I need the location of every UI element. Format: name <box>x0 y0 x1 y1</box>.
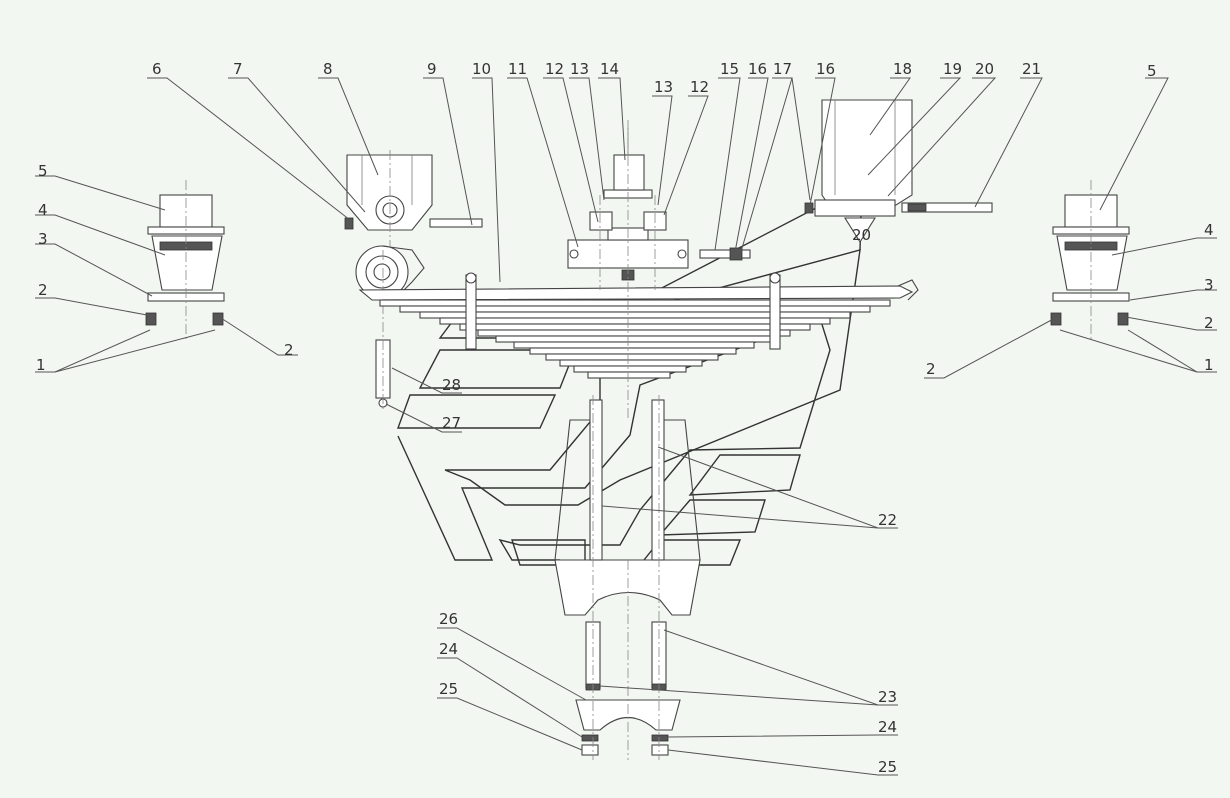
label-2-right-bottom: 2 <box>926 360 936 378</box>
label-4-right: 4 <box>1204 221 1214 239</box>
label-24-left: 24 <box>439 640 458 658</box>
label-14: 14 <box>600 60 619 78</box>
label-7: 7 <box>233 60 243 78</box>
label-2-right-top: 2 <box>1204 314 1214 332</box>
label-3-left: 3 <box>38 230 48 248</box>
label-11: 11 <box>508 60 527 78</box>
part-number-labels: 1 1 2 2 2 2 3 3 4 4 5 5 6 7 8 9 10 11 12… <box>36 60 1214 776</box>
right-support-assembly <box>1050 180 1130 340</box>
label-24-right: 24 <box>878 718 897 736</box>
label-23: 23 <box>878 688 897 706</box>
label-2-left-top: 2 <box>38 281 48 299</box>
label-25-left: 25 <box>439 680 458 698</box>
label-18: 18 <box>893 60 912 78</box>
leader-lines <box>35 77 1217 776</box>
label-1-left: 1 <box>36 356 46 374</box>
label-25-right: 25 <box>878 758 897 776</box>
rear-hanger-bracket <box>699 99 993 261</box>
label-5-right: 5 <box>1147 62 1157 80</box>
label-2-left-bottom: 2 <box>284 341 294 359</box>
label-10: 10 <box>472 60 491 78</box>
label-16-right: 16 <box>816 60 835 78</box>
label-6: 6 <box>152 60 162 78</box>
label-13-right: 13 <box>654 78 673 96</box>
label-4-left: 4 <box>38 201 48 219</box>
label-15: 15 <box>720 60 739 78</box>
label-12-left: 12 <box>545 60 564 78</box>
label-16-left: 16 <box>748 60 767 78</box>
label-1-right: 1 <box>1204 356 1214 374</box>
label-21: 21 <box>1022 60 1041 78</box>
leaf-spring-pack <box>358 272 919 379</box>
label-19: 19 <box>943 60 962 78</box>
label-22: 22 <box>878 511 897 529</box>
label-5-left: 5 <box>38 162 48 180</box>
top-plate-assembly <box>567 120 689 420</box>
label-28: 28 <box>442 376 461 394</box>
label-17: 17 <box>773 60 792 78</box>
label-12-right: 12 <box>690 78 709 96</box>
axle-seat-assembly <box>554 395 701 760</box>
spring-front-eye <box>355 245 425 410</box>
label-27: 27 <box>442 414 461 432</box>
label-26: 26 <box>439 610 458 628</box>
label-9: 9 <box>427 60 437 78</box>
front-hanger-bracket <box>344 150 483 250</box>
label-13-left: 13 <box>570 60 589 78</box>
label-8: 8 <box>323 60 333 78</box>
label-20-top: 20 <box>975 60 994 78</box>
left-support-assembly <box>145 180 225 340</box>
label-20-mid: 20 <box>852 226 871 244</box>
label-3-right: 3 <box>1204 276 1214 294</box>
